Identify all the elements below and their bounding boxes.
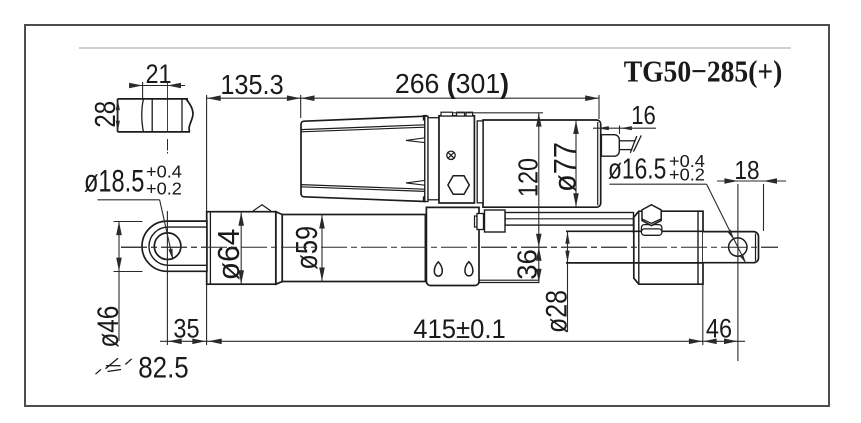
svg-text:28: 28 — [89, 101, 122, 128]
svg-text:82.5: 82.5 — [138, 351, 188, 384]
svg-text:TG50−285(+): TG50−285(+) — [624, 55, 783, 89]
svg-text:ø18.5: ø18.5 — [84, 163, 144, 198]
svg-text:ø46: ø46 — [91, 306, 125, 348]
svg-text:18: 18 — [734, 157, 759, 186]
svg-text:16: 16 — [631, 101, 656, 130]
svg-text:135.3: 135.3 — [220, 69, 283, 100]
svg-text:+0.4: +0.4 — [669, 151, 705, 171]
svg-text:46: 46 — [706, 314, 732, 344]
svg-text:36: 36 — [512, 249, 543, 280]
svg-text:ø28: ø28 — [539, 290, 573, 333]
svg-text:120: 120 — [514, 158, 544, 197]
svg-text:35: 35 — [173, 314, 199, 344]
svg-text:+0.2: +0.2 — [669, 165, 705, 185]
svg-text:+0.4: +0.4 — [146, 162, 182, 182]
svg-text:ø64: ø64 — [212, 229, 247, 281]
svg-text:415±0.1: 415±0.1 — [413, 313, 506, 344]
svg-text:ø59: ø59 — [290, 226, 325, 270]
svg-text:ø77: ø77 — [548, 142, 582, 192]
svg-text:266 (301): 266 (301) — [395, 68, 509, 99]
svg-text:ø16.5: ø16.5 — [608, 154, 666, 185]
svg-text:+0.2: +0.2 — [146, 179, 182, 199]
